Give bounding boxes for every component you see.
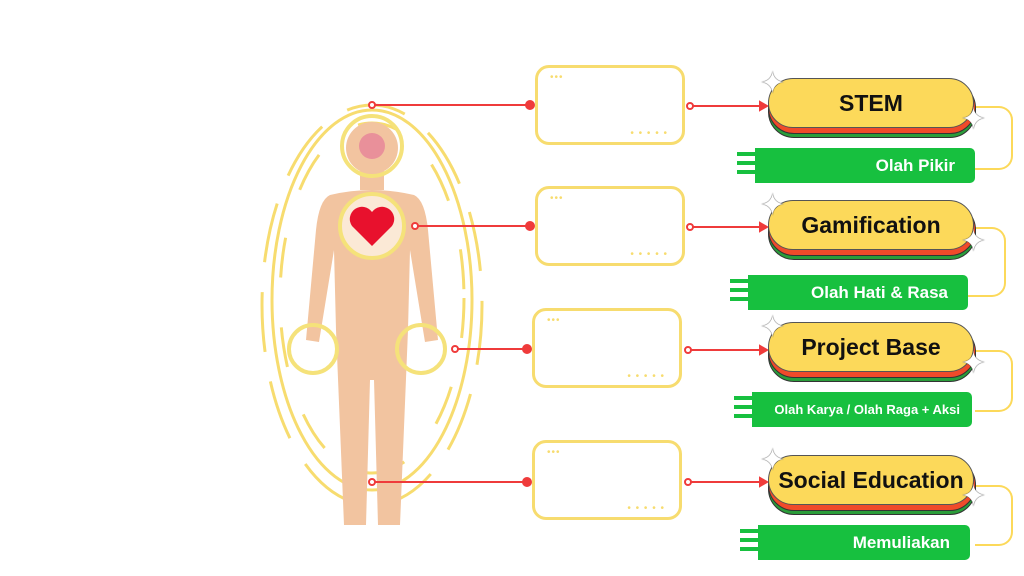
subtitle-banner: Olah Pikir [737, 148, 975, 183]
empty-frame-4: •••• • • • • [532, 440, 682, 520]
brain-icon [359, 133, 385, 159]
empty-frame-2: •••• • • • • [535, 186, 685, 266]
empty-frame-1: •••• • • • • [535, 65, 685, 145]
speed-lines-icon [730, 279, 756, 306]
pill-stem: STEM✦ ✦ [760, 67, 986, 138]
pill-gamification: Gamification✦ ✦ [760, 189, 986, 260]
pill-title: Social Education [768, 455, 974, 505]
sparkle-icon: ✦ [960, 480, 986, 513]
sparkle-icon: ✦ [760, 67, 786, 100]
subtitle-text: Olah Hati & Rasa [811, 282, 948, 302]
pill-title: STEM [768, 78, 974, 128]
sparkle-icon: ✦ [960, 103, 986, 136]
sparkle-icon: ✦ [760, 311, 786, 344]
subtitle-text: Olah Karya / Olah Raga + Aksi [774, 402, 960, 417]
speed-lines-icon [737, 152, 763, 179]
loop-arrow [968, 227, 1006, 297]
sparkle-icon: ✦ [760, 189, 786, 222]
loop-arrow [975, 350, 1013, 412]
pill-title: Project Base [768, 322, 974, 372]
pill-project-base: Project Base✦ ✦ [760, 311, 986, 382]
loop-arrow [975, 485, 1013, 546]
subtitle-banner: Olah Karya / Olah Raga + Aksi [734, 392, 972, 427]
sparkle-icon: ✦ [960, 347, 986, 380]
subtitle-banner: Olah Hati & Rasa [730, 275, 968, 310]
subtitle-text: Olah Pikir [875, 155, 955, 175]
subtitle-text: Memuliakan [852, 532, 950, 552]
subtitle-banner: Memuliakan [740, 525, 970, 560]
heart-icon [349, 206, 395, 246]
loop-arrow [975, 106, 1013, 170]
speed-lines-icon [740, 529, 766, 556]
empty-frame-3: •••• • • • • [532, 308, 682, 388]
pill-title: Gamification [768, 200, 974, 250]
speed-lines-icon [734, 396, 760, 423]
pill-social-education: Social Education✦ ✦ [760, 444, 986, 515]
sparkle-icon: ✦ [960, 225, 986, 258]
sparkle-icon: ✦ [760, 444, 786, 477]
